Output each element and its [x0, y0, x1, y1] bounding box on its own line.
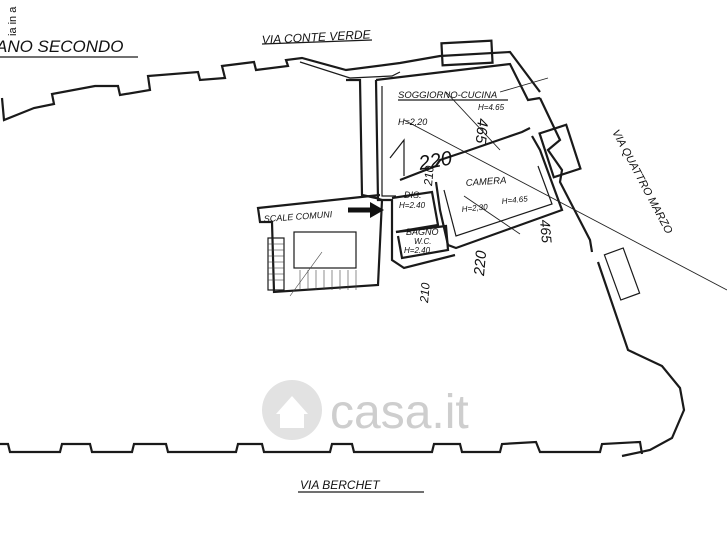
dimension-label: 210: [421, 165, 437, 187]
living-room-height: H=4.65: [478, 103, 505, 112]
apartment-wall-east: [539, 97, 594, 253]
hall-stair-symbol: [389, 138, 405, 176]
mezzanine-bed-height: H=2,30: [461, 202, 488, 214]
north-facade: [0, 50, 541, 122]
north-facade-inner: [299, 61, 401, 79]
dimension-label: 465: [472, 118, 491, 145]
bath-sublabel: W.C.: [414, 237, 431, 246]
mezzanine-height: H=2,20: [398, 117, 427, 127]
bedroom-height: H=4.65: [501, 194, 528, 206]
diagonal-living: [445, 91, 501, 151]
leader-line: [499, 77, 549, 93]
partition-living-bedroom: [399, 127, 531, 182]
street-south-label: VIA BERCHET: [300, 478, 381, 492]
bedroom-label: CAMERA: [465, 175, 506, 189]
bath-wall: [395, 224, 450, 260]
house-icon: [262, 380, 322, 440]
watermark: casa.it: [262, 380, 469, 440]
bath-height: H=2.40: [404, 246, 431, 255]
stairs: [267, 231, 357, 297]
south-facade: [0, 440, 644, 455]
courtyard-wall: [256, 78, 384, 294]
balcony-east: [538, 123, 582, 179]
section-line: [403, 119, 727, 291]
bedroom-inner: [443, 165, 553, 237]
hall-height: H=2.40: [399, 201, 426, 210]
apartment-wall-west: [374, 79, 456, 270]
street-east-label: VIA QUATTRO MARZO: [609, 128, 674, 237]
street-north-label: VIA CONTE VERDE: [261, 27, 371, 47]
hall-label: DIS.: [404, 190, 422, 200]
east-balcony: [603, 247, 641, 301]
bath-label: BAGNO: [406, 227, 439, 237]
street-north-underline: [261, 39, 373, 45]
watermark-brand: casa.it: [330, 386, 469, 439]
living-room-label: SOGGIORNO-CUCINA: [398, 90, 497, 101]
apartment-wall-interior: [381, 86, 396, 197]
floor-title: ANO SECONDO: [0, 37, 124, 56]
margin-text: ia in a: [7, 6, 19, 36]
dimension-label: 220: [471, 249, 490, 277]
stairs-label: SCALE COMUNI: [263, 209, 333, 224]
entry-arrow: [348, 202, 384, 218]
apartment-wall-north: [375, 62, 541, 102]
east-facade: [596, 261, 686, 458]
dimension-label: 465: [537, 219, 555, 244]
partition-bedroom-box: [434, 135, 564, 250]
dimension-label: 210: [417, 282, 433, 304]
balcony-north: [440, 39, 494, 67]
diagonal-bedroom: [463, 195, 521, 235]
